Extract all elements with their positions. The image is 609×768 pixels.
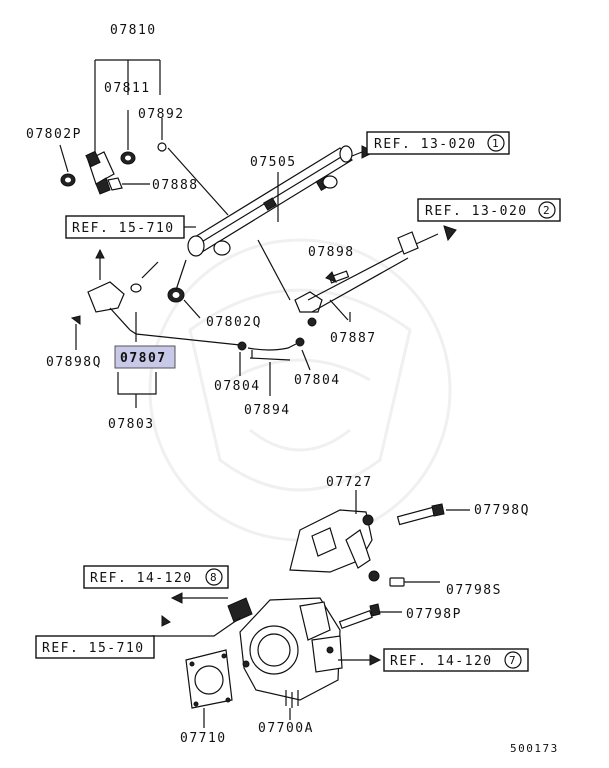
bolt-07898[interactable] <box>325 270 350 284</box>
ref-text: REF. 13-020 <box>425 204 528 219</box>
label-07505: 07505 <box>250 155 297 170</box>
ref-text: REF. 14-120 <box>90 571 193 586</box>
label-07804-left: 07804 <box>214 379 261 394</box>
label-07710: 07710 <box>180 731 227 746</box>
label-07892: 07892 <box>138 107 185 122</box>
label-07898Q: 07898Q <box>46 355 102 370</box>
oring-07892[interactable] <box>157 142 167 152</box>
label-07898: 07898 <box>308 245 355 260</box>
label-07798P: 07798P <box>406 607 462 622</box>
ref-text: REF. 13-020 <box>374 137 477 152</box>
hose-07894[interactable] <box>135 333 305 361</box>
ref-text: REF. 15-710 <box>72 221 175 236</box>
watermark-emblem <box>148 238 452 542</box>
bracket-07887[interactable] <box>294 225 457 327</box>
bracket-07727[interactable] <box>289 509 380 582</box>
seal-07802P[interactable] <box>60 173 76 187</box>
gasket-07710[interactable] <box>185 649 233 709</box>
bolt-07898Q[interactable] <box>70 315 81 350</box>
label-07803: 07803 <box>108 417 155 432</box>
label-07798Q: 07798Q <box>474 503 530 518</box>
label-07802P: 07802P <box>26 127 82 142</box>
label-07894: 07894 <box>244 403 291 418</box>
label-07887: 07887 <box>330 331 377 346</box>
label-07798S: 07798S <box>446 583 502 598</box>
ref-circle-number: 1 <box>492 137 499 150</box>
throttle-body-07700A[interactable] <box>227 597 343 708</box>
ref-box-15-710-top[interactable]: REF. 15-710 <box>65 215 185 239</box>
bracket-07810 <box>94 59 163 155</box>
ref-text: REF. 15-710 <box>42 641 145 656</box>
ref-text: REF. 14-120 <box>390 654 493 669</box>
diagram-id: 500173 <box>510 742 559 755</box>
grommet-07811[interactable] <box>120 151 136 165</box>
label-07888: 07888 <box>152 178 199 193</box>
clip-07888[interactable] <box>107 177 150 191</box>
label-07700A: 07700A <box>258 721 314 736</box>
label-07810: 07810 <box>110 23 157 38</box>
highlight-07807 <box>114 345 176 369</box>
bolt-07798S[interactable] <box>389 577 440 587</box>
ref-circle-number: 7 <box>509 654 516 667</box>
ref-circle-number: 2 <box>543 204 550 217</box>
fuel-rail-07505[interactable] <box>187 145 376 257</box>
bolt-07798Q[interactable] <box>396 503 470 526</box>
grommet-07802Q[interactable] <box>167 287 185 303</box>
label-07727: 07727 <box>326 475 373 490</box>
ref-box-13-020-1[interactable]: REF. 13-020 1 <box>366 131 510 155</box>
bolt-07798P[interactable] <box>338 603 402 630</box>
label-07811: 07811 <box>104 81 151 96</box>
ref-box-13-020-2[interactable]: REF. 13-020 2 <box>417 198 561 222</box>
label-07802Q: 07802Q <box>206 315 262 330</box>
label-07807[interactable]: 07807 <box>120 351 167 366</box>
pressure-regulator[interactable] <box>87 281 142 335</box>
ref-circle-number: 8 <box>210 571 217 584</box>
ref-box-14-120-7[interactable]: REF. 14-120 7 <box>383 648 529 672</box>
ref-box-15-710-bottom[interactable]: REF. 15-710 <box>35 635 155 659</box>
injector-part[interactable] <box>85 150 115 195</box>
ref-box-14-120-8[interactable]: REF. 14-120 8 <box>83 565 229 589</box>
label-07804-right: 07804 <box>294 373 341 388</box>
